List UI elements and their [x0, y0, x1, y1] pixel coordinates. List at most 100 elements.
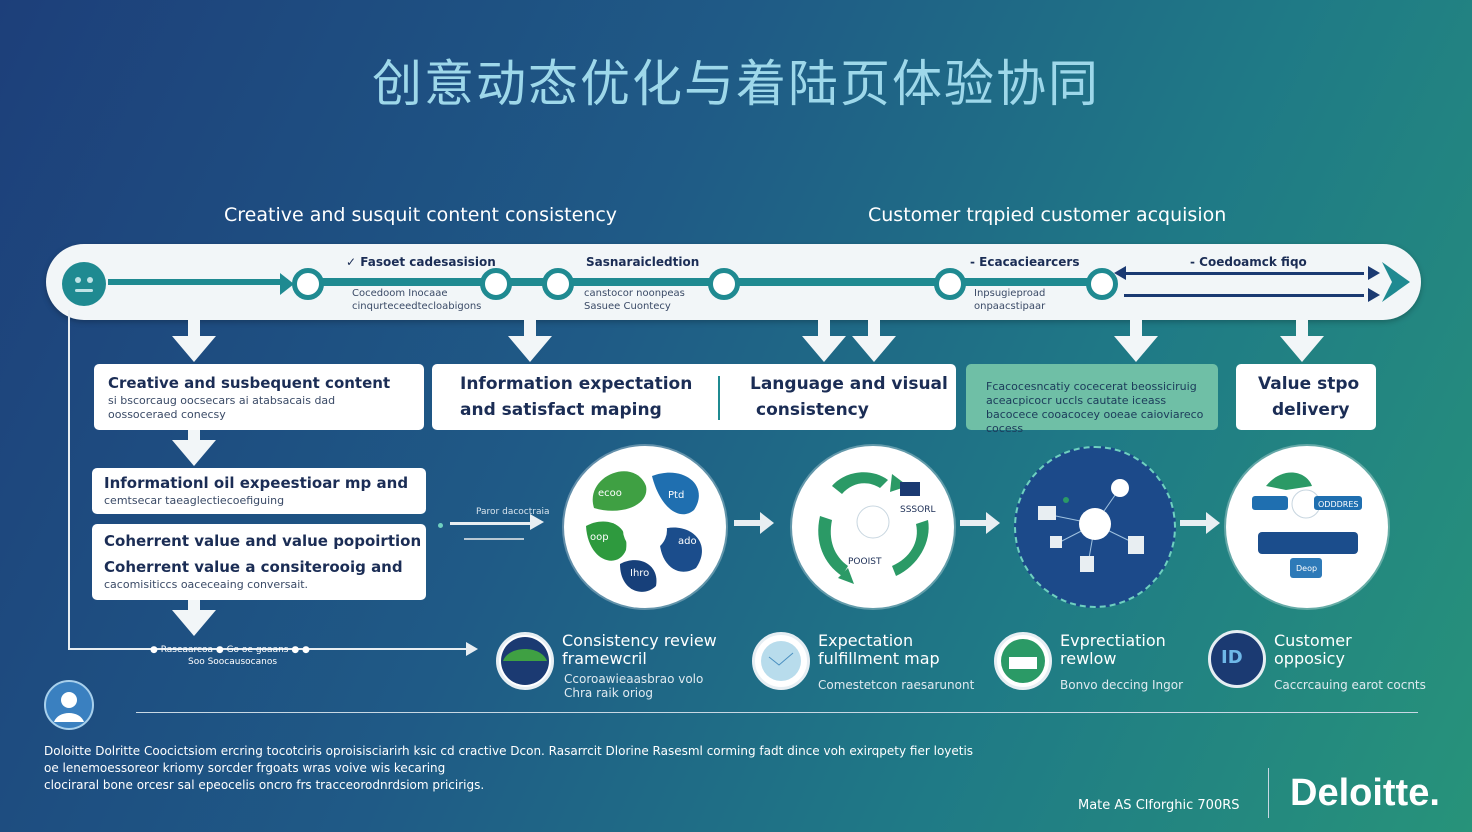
timeline-label-4: - Coedoamck fiqo	[1190, 255, 1307, 269]
connector-line	[68, 648, 468, 650]
dot	[438, 523, 443, 528]
timeline-sub-2b: Sasuee Cuontecy	[584, 301, 671, 312]
card-value-delivery[interactable]: Value stpo delivery	[1236, 364, 1376, 430]
bottom-item-subtitle: Comestetcon raesarunont	[818, 678, 975, 692]
framework-icon[interactable]	[496, 632, 554, 690]
down-arrow-stem	[868, 320, 880, 336]
card-title: Coherrent value and value popoirtion	[104, 532, 422, 550]
bottom-item-title: Evprectiation rewlow	[1060, 631, 1166, 668]
footer-divider	[1268, 768, 1269, 818]
timeline-label-3: - Ecacaciearcers	[970, 255, 1080, 269]
card-title: Information expectation	[460, 374, 693, 394]
flow-circle-cycle[interactable]: SSSORL POOIST	[792, 446, 954, 608]
footer-credit: Mate AS Clforghic 700RS	[1078, 798, 1240, 813]
divider	[718, 376, 720, 420]
footer-line: oe lenemoessoreor kriomy sorcder frgoats…	[44, 761, 446, 775]
bottom-item-title: Customer opposicy	[1274, 631, 1352, 668]
card-information-language[interactable]: Information expectation and satisfact ma…	[432, 364, 956, 430]
id-icon-label: ID	[1221, 647, 1243, 668]
card-title: delivery	[1272, 400, 1350, 420]
down-arrow-icon	[172, 336, 216, 362]
flow-circle-value[interactable]: ODDDRES Deop	[1226, 446, 1388, 608]
cycle-label: POOIST	[848, 557, 882, 567]
card-title: consistency	[756, 400, 869, 420]
flow-arrow	[960, 520, 988, 526]
review-icon[interactable]	[994, 632, 1052, 690]
card-creative[interactable]: Creative and susbequent content si bscor…	[94, 364, 424, 430]
down-arrow-stem	[1130, 320, 1142, 336]
arrow-head-icon	[466, 642, 478, 656]
card-title: and satisfact maping	[460, 400, 662, 420]
page-title: 创意动态优化与着陆页体验协同	[372, 55, 1100, 113]
down-arrow-icon	[802, 336, 846, 362]
arrow-head-icon	[280, 273, 294, 295]
cycle-label: SSSORL	[900, 505, 936, 515]
down-arrow-icon	[172, 610, 216, 636]
card-title: Creative and susbequent content	[108, 374, 391, 392]
segment-label: Ptd	[668, 490, 684, 501]
down-arrow-stem	[1296, 320, 1308, 336]
bottom-note: ● Raseaarcoa ● Go oe goaans ● ●	[150, 645, 310, 655]
down-arrow-icon	[852, 336, 896, 362]
down-arrow-stem	[818, 320, 830, 336]
card-title: Language and visual	[750, 374, 948, 394]
map-icon[interactable]	[752, 632, 810, 690]
bottom-item-title: Consistency review framewcril	[562, 631, 717, 668]
card-coherent-value[interactable]: Coherrent value and value popoirtion Coh…	[92, 524, 426, 600]
timeline-node[interactable]	[292, 268, 324, 300]
timeline-sub-3a: Inpsugieproad	[974, 288, 1046, 299]
footer-divider	[136, 712, 1418, 713]
flow-circle-network[interactable]	[1014, 446, 1176, 608]
flow-arrow	[1180, 520, 1208, 526]
flow-circle-segments[interactable]: ecoo Ptd oop ado Ihro	[564, 446, 726, 608]
timeline-track	[108, 279, 288, 285]
flow-arrow	[450, 522, 532, 525]
flow-arrow	[734, 520, 762, 526]
card-title: Informationl oil expeestioar mp and	[104, 474, 409, 492]
flow-label: Paror dacoctraia	[476, 507, 550, 517]
timeline-sub-2a: canstocor noonpeas	[584, 288, 685, 299]
segment-label: oop	[590, 532, 609, 543]
section-title-right: Customer trqpied customer acquision	[868, 204, 1227, 226]
timeline-sub-1a: Cocedoom Inocaae	[352, 288, 448, 299]
connector-line	[68, 310, 70, 650]
card-subtitle: si bscorcaug oocsecars ai atabsacais dad…	[108, 394, 336, 421]
start-face-icon	[62, 262, 106, 306]
node-label: Deop	[1296, 564, 1317, 573]
double-arrow-icon	[1110, 262, 1410, 310]
avatar	[44, 680, 94, 730]
timeline-node[interactable]	[542, 268, 574, 300]
segment-label: ado	[678, 536, 697, 547]
arrow-head-icon	[1206, 512, 1220, 534]
timeline-node[interactable]	[708, 268, 740, 300]
arrow-head-icon	[530, 514, 544, 530]
timeline-node[interactable]	[480, 268, 512, 300]
brand-logo: Deloitte.	[1290, 772, 1440, 814]
card-highlight[interactable]: Fcacocesncatiy cocecerat beossiciruig ac…	[966, 364, 1218, 435]
down-arrow-stem	[524, 320, 536, 336]
segment-label: ecoo	[598, 488, 622, 499]
bottom-item-title: Expectation fulfillment map	[818, 631, 940, 668]
down-arrow-icon	[1114, 336, 1158, 362]
timeline-label-2: Sasnaraicledtion	[586, 255, 700, 269]
card-subtitle: Fcacocesncatiy cocecerat beossiciruig ac…	[986, 380, 1204, 435]
bottom-item-subtitle: Bonvo deccing Ingor	[1060, 678, 1184, 692]
node-label: ODDDRES	[1318, 500, 1358, 509]
bottom-item-subtitle: Caccrcauing earot cocnts	[1274, 678, 1426, 692]
customer-id-icon[interactable]: ID	[1208, 630, 1266, 688]
arrow-head-icon	[986, 512, 1000, 534]
timeline-node[interactable]	[934, 268, 966, 300]
timeline-sub-1b: cinqurteceedtecloabigons	[352, 301, 482, 312]
timeline-node[interactable]	[1086, 268, 1118, 300]
card-information-map[interactable]: Informationl oil expeestioar mp and cemt…	[92, 468, 426, 514]
flow-line	[464, 538, 524, 540]
timeline-label-1: ✓ Fasoet cadesasision	[346, 255, 496, 269]
bottom-item-subtitle: Ccoroawieaasbrao volo Chra raik oriog	[564, 672, 704, 700]
footer-line: Doloitte Dolritte Coocictsiom ercring to…	[44, 744, 974, 758]
bottom-note: Soo Soocausocanos	[188, 657, 278, 667]
down-arrow-icon	[1280, 336, 1324, 362]
timeline-sub-3b: onpaacstipaar	[974, 301, 1046, 312]
down-arrow-stem	[188, 600, 200, 612]
arrow-head-icon	[760, 512, 774, 534]
section-title-left: Creative and susquit content consistency	[224, 204, 618, 226]
